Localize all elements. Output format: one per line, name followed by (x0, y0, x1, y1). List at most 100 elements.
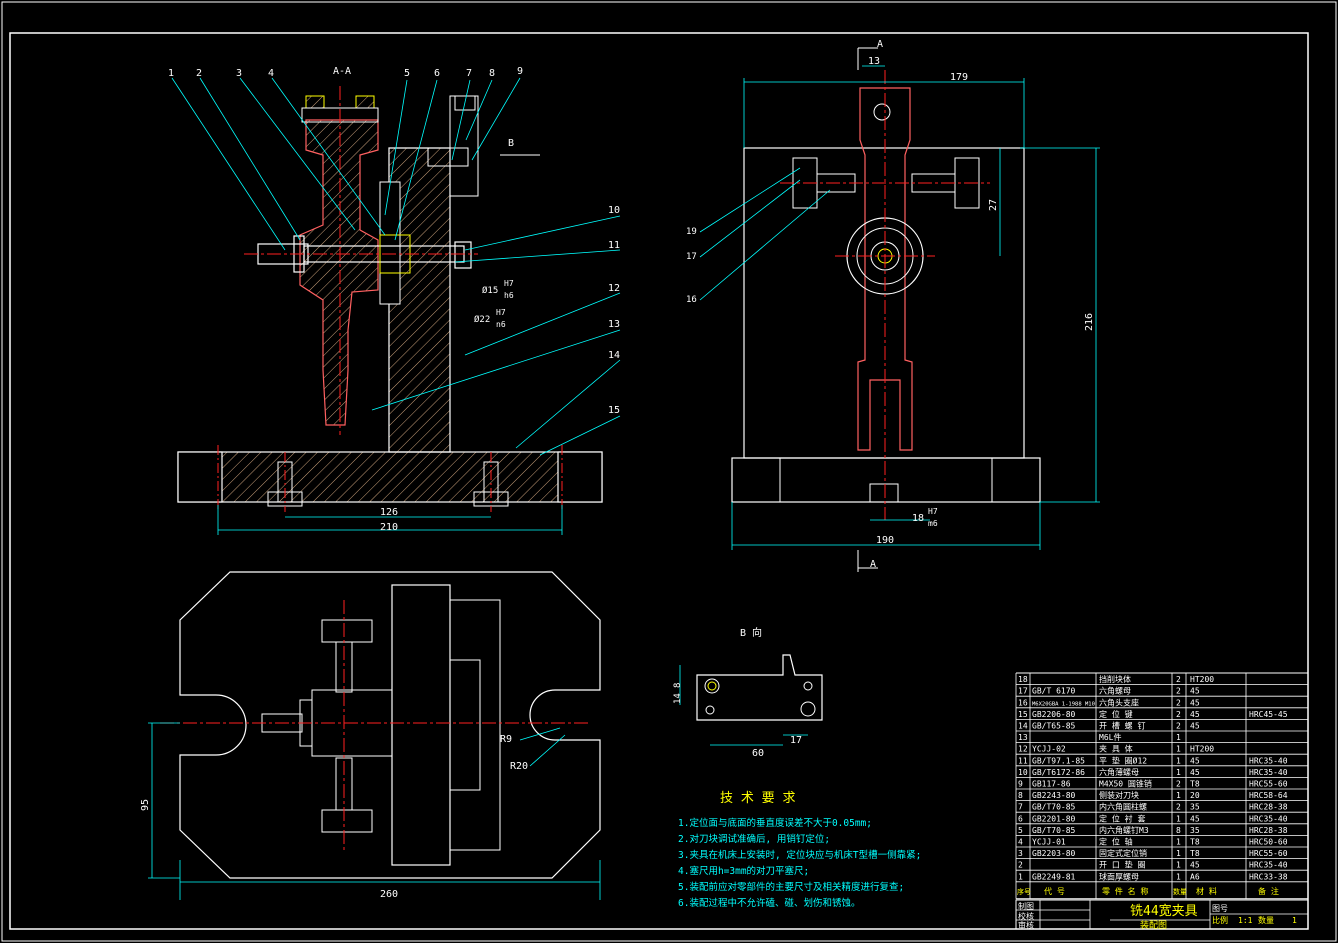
fit-m6: m6 (928, 519, 938, 528)
bom-cell-material: 20 (1190, 791, 1200, 800)
side-view: A A 13 179 27 216 18 H7 m6 190 (686, 39, 1100, 572)
bom-cell-material: HT200 (1190, 675, 1214, 684)
balloon-4: 4 (268, 68, 274, 79)
tech-line-2: 2.对刀块调试准确后, 用销钉定位; (678, 833, 830, 845)
bom-cell-index: 4 (1018, 838, 1023, 847)
bom-cell-material: 45 (1190, 722, 1200, 731)
tech-line-4: 4.塞尺用h=3mm的对刀平塞尺; (678, 865, 809, 877)
bom-cell-name: 定 位 键 (1099, 709, 1133, 719)
dim-95: 95 (140, 799, 151, 811)
bom-cell-qty: 2 (1176, 722, 1181, 731)
bom-cell-index: 15 (1018, 710, 1028, 719)
bom-header-remark: 备 注 (1258, 886, 1279, 896)
bom-cell-material: 45 (1190, 687, 1200, 696)
bom-cell-qty: 2 (1176, 803, 1181, 812)
bom-cell-remark: HRC45-45 (1249, 710, 1288, 719)
balloon-2: 2 (196, 68, 202, 79)
bom-cell-index: 3 (1018, 849, 1023, 858)
balloons-right: 10 11 12 13 14 15 (608, 205, 620, 416)
fit-h7-b: H7 (496, 308, 506, 317)
balloon-17: 17 (686, 252, 697, 262)
bom-cell-index: 8 (1018, 791, 1023, 800)
bom-cell-material: A6 (1190, 872, 1200, 881)
bom-cell-index: 16 (1018, 698, 1028, 707)
dim-13: 13 (868, 56, 880, 67)
bom-cell-name: 内六角螺钉M3 (1099, 825, 1149, 835)
bom-cell-qty: 2 (1176, 710, 1181, 719)
bom-cell-material: 45 (1190, 698, 1200, 707)
bom-cell-name: 六角头支座 (1099, 697, 1139, 707)
bom-cell-qty: 8 (1176, 826, 1181, 835)
bom-cell-index: 7 (1018, 803, 1023, 812)
balloon-3: 3 (236, 68, 242, 79)
plan-base-outline (179, 571, 601, 879)
qty-value: 1 (1292, 916, 1297, 925)
bom-header-qty: 数量 (1173, 887, 1187, 896)
balloon-14: 14 (608, 350, 620, 361)
bom-cell-name: 开 槽 螺 钉 (1099, 721, 1145, 731)
dim-r20: R20 (510, 761, 528, 772)
view-b-mark: B (508, 138, 514, 149)
bom-cell-remark: HRC50-60 (1249, 838, 1288, 847)
bom-cell-material: 35 (1190, 803, 1200, 812)
bom-cell-code: M6X20GBA 1-1988 M10 (1032, 701, 1095, 707)
fit-d22: Ø22 (474, 314, 490, 325)
bom-cell-remark: HRC28-38 (1249, 803, 1288, 812)
bom-cell-name: 固定式定位销 (1099, 848, 1147, 858)
bom-cell-index: 14 (1018, 722, 1028, 731)
fit-h7-c: H7 (928, 507, 938, 516)
bom-cell-remark: HRC35-40 (1249, 861, 1288, 870)
title-block: 制图 校核 审核 铣44宽夹具 装配图 图号 比例 1:1 数量 1 (1015, 899, 1309, 931)
bom-cell-name: M6L件 (1099, 732, 1121, 742)
technical-requirements: 技 术 要 求 1.定位面与底面的垂直度误差不大于0.05mm; 2.对刀块调试… (678, 791, 921, 909)
bom-header-name: 零 件 名 称 (1102, 886, 1148, 896)
tech-title: 技 术 要 求 (720, 791, 795, 806)
bom-cell-name: 六角薄螺母 (1099, 767, 1139, 777)
section-label: A-A (333, 66, 351, 77)
bom-cell-qty: 1 (1176, 768, 1181, 777)
bom-cell-material: 45 (1190, 756, 1200, 765)
dim-179: 179 (950, 72, 968, 83)
bom-cell-remark: HRC28-38 (1249, 826, 1288, 835)
bom-cell-code: GB/T70-85 (1032, 803, 1076, 812)
scale-label: 比例 (1212, 915, 1228, 925)
bom-cell-code: GB2243-80 (1032, 791, 1076, 800)
bom-cell-name: 平 垫 圈Ø12 (1099, 755, 1147, 765)
bom-header-code: 代 号 (1044, 886, 1065, 896)
bom-cell-name: M4X50 圆锥销 (1099, 779, 1152, 789)
balloon-1: 1 (168, 68, 174, 79)
bom-cell-index: 5 (1018, 826, 1023, 835)
balloon-7: 7 (466, 68, 472, 79)
bom-cell-remark: HRC35-40 (1249, 756, 1288, 765)
scale-value: 1:1 (1238, 916, 1253, 925)
bom-cell-name: 挡削块体 (1099, 674, 1131, 684)
bom-cell-code: GB/T65-85 (1032, 722, 1076, 731)
bom-cell-index: 13 (1018, 733, 1028, 742)
bom-cell-code: GB2249-81 (1032, 872, 1076, 881)
tech-line-1: 1.定位面与底面的垂直度误差不大于0.05mm; (678, 817, 872, 829)
dim-190: 190 (876, 535, 894, 546)
bom-cell-code: GB/T 6170 (1032, 687, 1076, 696)
qty-label: 数量 (1258, 915, 1274, 925)
drawing-name: 铣44宽夹具 (1130, 903, 1198, 919)
sheet-inner-border (9, 32, 1309, 930)
bom-cell-code: GB2203-80 (1032, 849, 1076, 858)
bom-header-material: 材 料 (1196, 886, 1217, 896)
bom-cell-material: 45 (1190, 710, 1200, 719)
bom-cell-code: YCJJ-01 (1032, 838, 1066, 847)
bom-cell-index: 6 (1018, 814, 1023, 823)
bom-cell-qty: 1 (1176, 861, 1181, 870)
bom-cell-name: 开 口 垫 圈 (1099, 860, 1145, 870)
dim-60: 60 (752, 748, 764, 759)
dim-8: 8 (673, 683, 683, 688)
dim-126: 126 (380, 507, 398, 518)
bom-cell-qty: 1 (1176, 838, 1181, 847)
tech-line-6: 6.装配过程中不允许磕、碰、划伤和锈蚀。 (678, 897, 860, 909)
balloon-13: 13 (608, 319, 620, 330)
bom-cell-name: 侧装对刀块 (1099, 790, 1139, 800)
bom-cell-qty: 1 (1176, 756, 1181, 765)
balloon-12: 12 (608, 283, 620, 294)
bom-cell-material: 45 (1190, 768, 1200, 777)
